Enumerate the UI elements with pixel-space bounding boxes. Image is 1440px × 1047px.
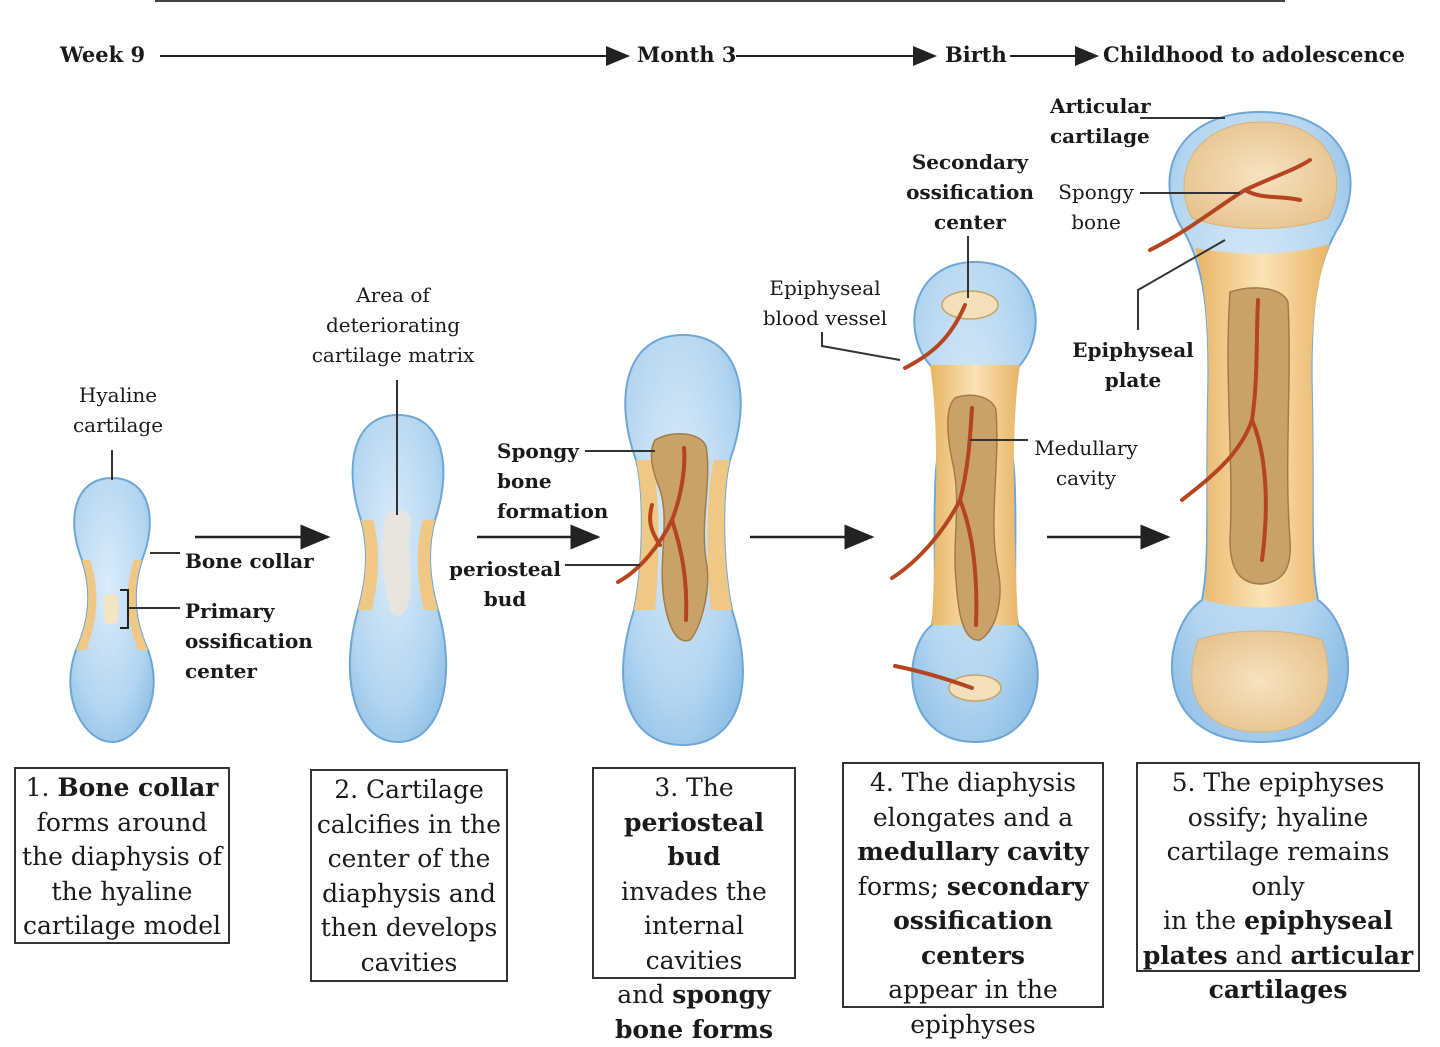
leader-lines — [111, 117, 1240, 609]
bone-stage-5 — [1148, 110, 1352, 744]
label-secondary-ossification: Secondary ossification center — [906, 150, 1034, 234]
timeline-birth: Birth — [945, 42, 1007, 67]
timeline-month3: Month 3 — [637, 42, 737, 67]
timeline-week9: Week 9 — [60, 42, 146, 67]
label-primary-ossification: Primary ossification center — [185, 599, 313, 683]
bone-stage-4 — [890, 260, 1039, 744]
label-bone-collar: Bone collar — [185, 549, 314, 573]
label-medullary-cavity: Medullary cavity — [1034, 436, 1138, 490]
leader-epiphyseal-plate — [1137, 239, 1226, 330]
leader-epiphyseal-vessel — [821, 332, 901, 361]
label-hyaline-cartilage: Hyaline cartilage — [72, 383, 164, 437]
label-spongy-bone: Spongy bone — [1058, 180, 1134, 234]
label-epiphyseal-plate: Epiphyseal plate — [1072, 338, 1194, 392]
label-epiphyseal-blood-vessel: Epiphyseal blood vessel — [762, 276, 888, 330]
caption-step-3: 3. The periosteal bud invades the intern… — [592, 767, 796, 1044]
bone-stage-3 — [616, 333, 744, 747]
label-periosteal-bud: periosteal bud — [449, 557, 561, 611]
timeline-childhood: Childhood to adolescence — [1103, 42, 1405, 67]
bone-stage-2 — [348, 413, 448, 744]
label-deteriorating-matrix: Area of deteriorating cartilage matrix — [311, 283, 475, 367]
label-articular-cartilage: Articular cartilage — [1050, 94, 1151, 148]
caption-step-2: 2. Cartilage calcifies in the center of … — [310, 769, 508, 982]
caption-step-1: 1. Bone collar forms around the diaphysi… — [14, 767, 230, 944]
caption-step-4: 4. The diaphysis elongates and a medulla… — [842, 762, 1104, 1039]
label-spongy-bone-formation: Spongy bone formation — [497, 439, 609, 523]
bone-stage-1 — [69, 476, 155, 744]
diagram-artwork — [69, 0, 1352, 747]
caption-step-5: 5. The epiphyses ossify; hyaline cartila… — [1136, 762, 1420, 1004]
